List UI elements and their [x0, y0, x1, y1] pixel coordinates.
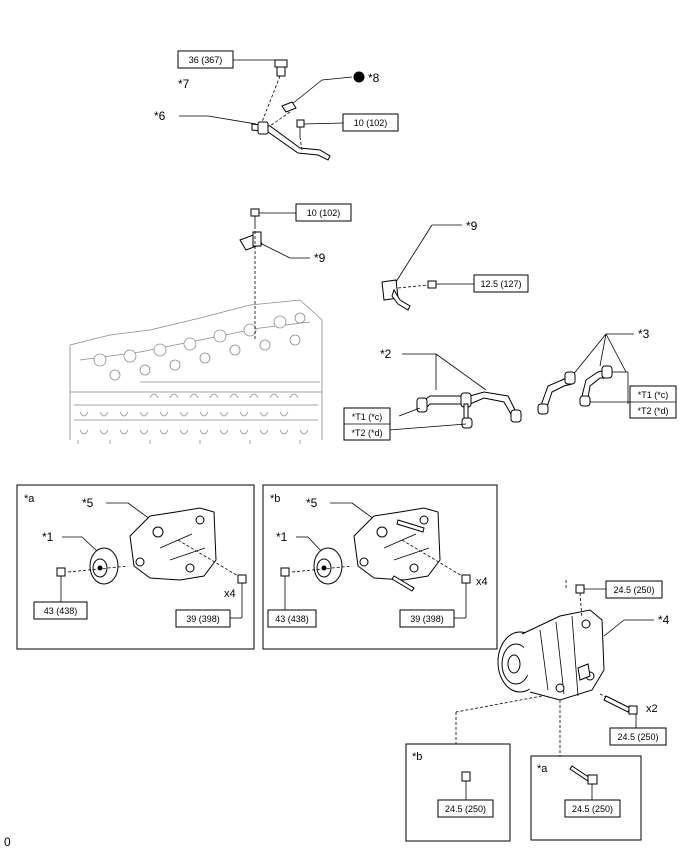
multiplier-x2: x2 [646, 703, 658, 715]
bracket-part [381, 279, 411, 311]
fuel-pipe-2-part [416, 391, 522, 429]
torque-value-text: *T1 (*c) [352, 412, 383, 422]
fuel-pipe-3b-part [579, 365, 613, 407]
torque-box-245d [564, 799, 621, 818]
label-p5a: *5 [82, 496, 94, 510]
inset-a-label: *a [24, 493, 35, 505]
torque-box-125: 12.5 (127) [473, 274, 529, 293]
idler-pulley-b-part [313, 547, 343, 585]
torque-box-245b [609, 727, 667, 746]
torque-value-text: *T2 (*d) [637, 406, 668, 416]
label-p1b: *1 [276, 530, 288, 544]
bracket-a-part [129, 507, 217, 581]
inset-a2-label: *a [537, 763, 548, 775]
compressor-part [497, 609, 605, 701]
multiplier-x4a: x4 [224, 588, 236, 600]
torque-value-text: 10 (102) [354, 118, 388, 128]
torque-box-43b [267, 609, 317, 628]
label-p4: *4 [658, 613, 670, 627]
callout-t1-t2-right: *T1 (*c) *T2 (*d) [629, 385, 677, 419]
engine-illustration [69, 299, 323, 444]
torque-box-39a [175, 609, 231, 628]
nut-245c-part [461, 771, 471, 782]
engine-cam-lobes [79, 393, 309, 435]
torque-box-245c [437, 799, 494, 818]
label-p3: *3 [638, 327, 650, 341]
label-p8: *8 [368, 71, 380, 85]
bracket-b-part [353, 507, 441, 592]
bolt-39a-part [237, 574, 247, 584]
torque-box-43a [33, 601, 88, 620]
bolt-245-top-part [575, 584, 585, 594]
inset-b-panel: *b *5 *1 43 (438) [262, 484, 498, 650]
label-p6: *6 [154, 109, 166, 123]
torque-value-text: 36 (367) [189, 55, 223, 65]
torque-value-text: 24.5 (250) [617, 732, 658, 742]
inset-a-panel: *a *5 *1 43 (438) x4 [16, 484, 255, 650]
clamp-part [239, 231, 263, 251]
torque-box-39b [399, 609, 455, 628]
bolt-39b-part [461, 574, 471, 584]
stud-245d-part [569, 765, 598, 785]
bolt-245-side-part [603, 695, 638, 715]
torque-box-245a [605, 580, 663, 599]
injection-pipe-part [251, 121, 331, 161]
inset-a2-panel: *a 24.5 (250) [530, 755, 642, 841]
bolt-10b-part [250, 208, 260, 226]
multiplier-x4b: x4 [476, 576, 488, 588]
engine-cylinder-bumps [93, 312, 306, 381]
torque-value-text: 12.5 (127) [480, 279, 521, 289]
gasket-part [281, 101, 297, 113]
union-bolt-part [274, 59, 288, 77]
label-p1a: *1 [42, 530, 54, 544]
torque-value-text: 24.5 (250) [445, 804, 486, 814]
corner-mark: 0 [4, 835, 11, 849]
torque-value-text: 39 (398) [410, 614, 444, 624]
label-p9a: *9 [314, 251, 326, 265]
torque-value-text: 43 (438) [275, 614, 309, 624]
torque-value-text: 39 (398) [186, 614, 220, 624]
torque-value-text: 24.5 (250) [572, 804, 613, 814]
bolt-125-part [427, 280, 437, 289]
bolt-10a-part [296, 119, 305, 137]
inset-b2-label: *b [412, 751, 422, 763]
torque-box-10b: 10 (102) [295, 203, 352, 222]
idler-pulley-a-part [89, 547, 119, 585]
fuel-pipe-3a-part [537, 371, 576, 415]
bolt-43a-part [56, 567, 66, 577]
bolt-43b-part [280, 567, 290, 577]
label-p9b: *9 [466, 219, 478, 233]
callout-t1-t2-left: *T1 (*c) *T2 (*d) [343, 407, 391, 441]
label-p2: *2 [380, 347, 392, 361]
filled-marker-icon [353, 71, 365, 83]
torque-value-text: 10 (102) [307, 208, 341, 218]
torque-value-text: 24.5 (250) [613, 585, 654, 595]
torque-box-36: 36 (367) [177, 50, 234, 69]
label-p5b: *5 [306, 496, 318, 510]
torque-value-text: *T1 (*c) [638, 390, 669, 400]
torque-value-text: 43 (438) [44, 606, 78, 616]
label-p7: *7 [178, 77, 190, 91]
torque-box-10a: 10 (102) [342, 113, 399, 132]
inset-b2-panel: *b 24.5 (250) [405, 743, 511, 842]
inset-b-label: *b [270, 493, 280, 505]
torque-value-text: *T2 (*d) [351, 428, 382, 438]
